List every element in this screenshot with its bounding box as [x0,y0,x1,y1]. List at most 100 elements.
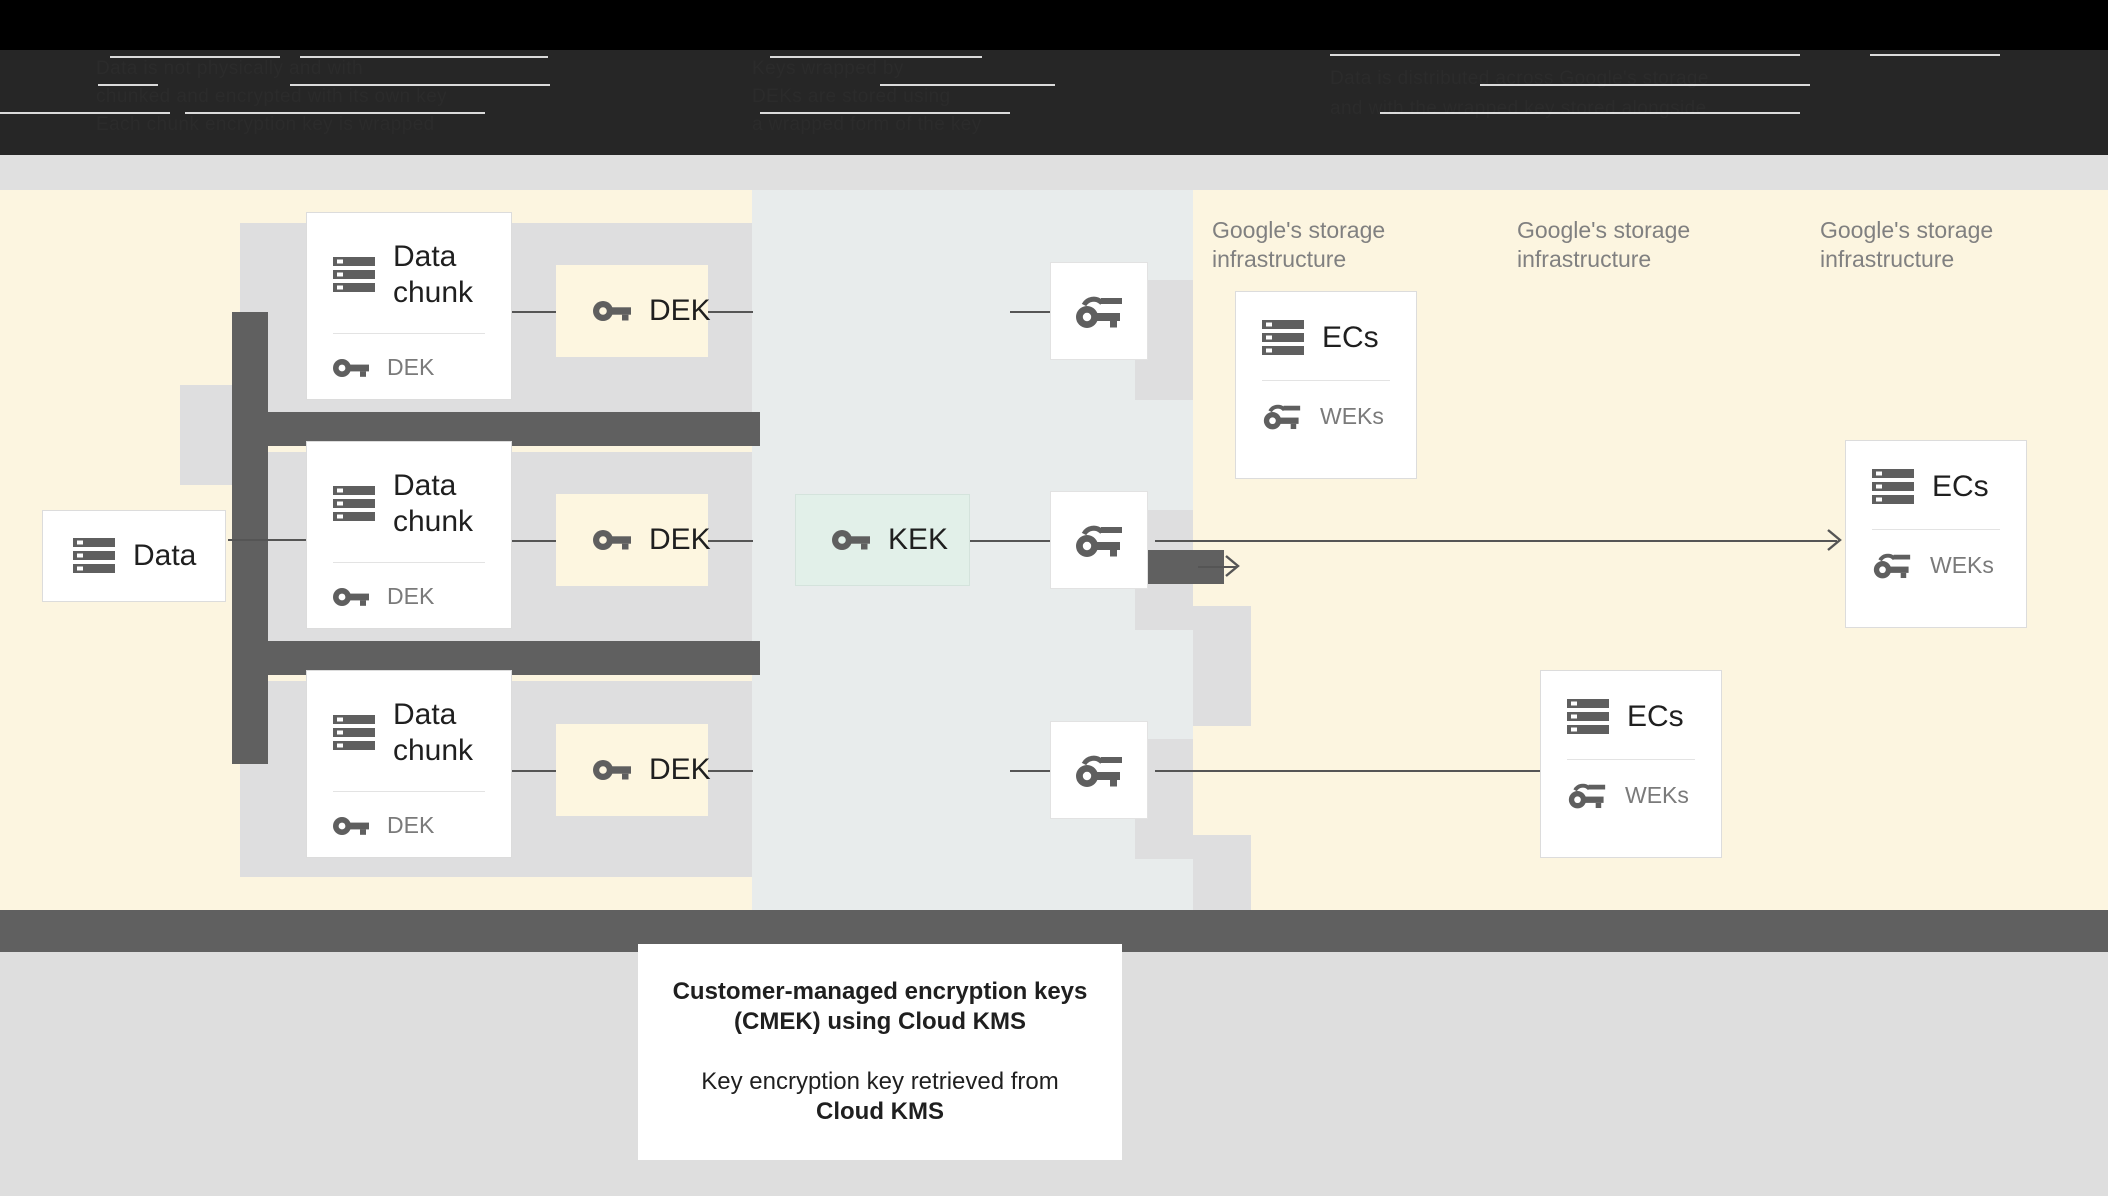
connector-chunk2-dek2 [512,540,556,542]
dek-box-2[interactable]: DEK [556,494,711,586]
connector-chunk3-dek3 [512,770,556,772]
redaction-streak [1870,54,2000,56]
connector-data-to-chunks [228,539,306,541]
card-title: Data chunk [393,240,474,309]
server-icon [1872,467,1914,507]
card-key-label: DEK [387,812,435,838]
dek-box-1[interactable]: DEK [556,265,711,357]
card-ecs-1[interactable]: ECs WEKs [1235,291,1417,479]
section-label-storage-3: Google's storage infrastructure [1820,217,1994,272]
wrapped-key-icon [1872,550,1912,580]
wrapped-key-box-1[interactable] [1050,262,1148,360]
key-icon [593,759,631,781]
section-label-storage-2: Google's storage infrastructure [1517,217,1691,272]
card-divider [333,562,485,563]
connector-kek-wk2 [968,540,1050,542]
card-data-chunk-2[interactable]: Data chunk DEK [306,441,512,629]
key-icon [832,529,870,551]
dek-label: DEK [649,523,711,556]
connector-kek-wk3 [1010,770,1050,772]
wrapped-key-box-3[interactable] [1050,721,1148,819]
server-icon [333,255,375,295]
caption-card: Customer-managed encryption keys (CMEK) … [638,944,1122,1160]
connector-wk3-ecs3 [1155,770,1605,772]
key-icon [333,816,369,836]
card-divider [333,791,485,792]
wrapped-key-icon [1074,521,1124,559]
connector-dek1-out [708,311,753,313]
wrapped-key-icon [1074,751,1124,789]
key-icon [593,529,631,551]
server-icon [1262,318,1304,358]
connector-kek-wk1 [1010,311,1050,313]
key-icon [333,358,369,378]
card-key-label: WEKs [1930,551,1994,578]
caption-line-3: Key encryption key retrieved from [701,1068,1059,1095]
connector-dek3-out [708,770,753,772]
connector-dek2-out [708,540,753,542]
redaction-streak [1480,84,1810,86]
connector-band-ecs1 [1198,566,1236,568]
fork-branch-2 [232,641,760,675]
fork-trunk [232,312,268,764]
card-data[interactable]: Data [42,510,226,602]
redaction-streak [1380,112,1800,114]
banner-line-2: chunked and encrypted with its own key [96,86,448,107]
wrapped-key-icon [1262,401,1302,431]
dek-box-3[interactable]: DEK [556,724,711,816]
card-divider [1872,529,2000,530]
card-key-label: WEKs [1320,402,1384,429]
wrapped-key-icon [1074,292,1124,330]
card-title: Data chunk [393,698,474,767]
card-title: Data chunk [393,469,474,538]
banner-right-line-1: Data is distributed across Google's stor… [1330,68,1709,89]
redaction-streak [300,56,548,58]
arrowhead-row1 [1225,555,1240,577]
card-title: ECs [1627,700,1684,733]
diagram-canvas: Data Data chunk [0,190,2108,955]
card-key-label: DEK [387,583,435,609]
wk-out-strip-2 [1193,606,1251,726]
server-icon [333,484,375,524]
kek-box[interactable]: KEK [795,494,970,586]
card-divider [1262,380,1390,381]
redaction-streak [110,56,280,58]
redaction-streak [880,84,1055,86]
key-icon [593,300,631,322]
card-title: ECs [1932,470,1989,503]
card-data-chunk-3[interactable]: Data chunk DEK [306,670,512,858]
server-icon [333,713,375,753]
caption-line-4: Cloud KMS [816,1098,944,1125]
wrapped-key-box-2[interactable] [1050,491,1148,589]
connector-wk2-ecs2 [1155,540,1837,542]
banner-mid-line-2: DEKs are stored using [752,86,951,107]
card-ecs-2[interactable]: ECs WEKs [1845,440,2027,628]
card-ecs-3[interactable]: ECs WEKs [1540,670,1722,858]
banner-line-3: Each chunk encryption key is wrapped [96,114,435,135]
redaction-streak [1330,54,1800,56]
caption-line-2: (CMEK) using Cloud KMS [734,1008,1026,1035]
dek-label: DEK [649,294,711,327]
connector-chunk1-dek1 [512,311,556,313]
card-divider [333,333,485,334]
card-divider [1567,759,1695,760]
redaction-streak [760,112,1010,114]
card-data-chunk-1[interactable]: Data chunk DEK [306,212,512,400]
dek-label: DEK [649,753,711,786]
server-icon [73,536,115,576]
card-data-title: Data [133,539,197,572]
redaction-streak [0,112,170,114]
redaction-streak [290,84,550,86]
arrowhead-row2 [1827,529,1842,551]
kek-label: KEK [888,523,949,556]
card-title: ECs [1322,321,1379,354]
banner-mid-line-1: Keys wrapped by [752,58,904,79]
key-icon [333,587,369,607]
top-banner: Data is not physically and with chunked … [0,0,2108,155]
card-key-label: DEK [387,354,435,380]
banner-text-block: Data is not physically and with chunked … [0,50,2108,155]
banner-mid-line-3: a wrapped form of the key [752,114,982,135]
banner-right-line-2: and with the wrapped key stored alongsid… [1330,98,1707,119]
fork-branch-1 [232,412,760,446]
